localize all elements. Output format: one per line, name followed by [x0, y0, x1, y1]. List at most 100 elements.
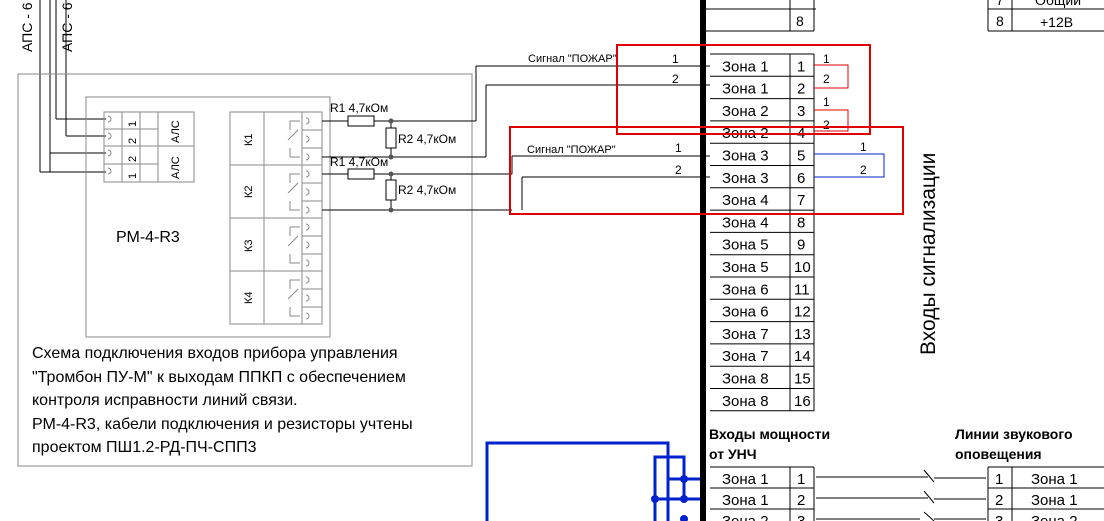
main-bus	[700, 0, 706, 521]
speaker-lines-title-2: оповещения	[955, 446, 1042, 462]
alarm-row-zone: Зона 7	[722, 326, 769, 343]
alarm-row-zone: Зона 5	[722, 237, 769, 254]
alarm-row-number: 14	[794, 348, 811, 365]
alarm-inputs-title: Входы сигнализации	[917, 153, 940, 355]
top-block-row-1-label: Общий	[1035, 0, 1081, 8]
alarm-row-number: 10	[794, 259, 811, 276]
amplifier-dots	[651, 475, 688, 521]
power-inputs-title-1: Входы мощности	[709, 426, 830, 442]
speaker-row-zone: Зона 2	[1031, 513, 1078, 521]
alarm-row-number: 5	[797, 148, 805, 165]
top-block-left-n: 8	[796, 13, 804, 29]
resistor-circuit-2	[322, 155, 710, 211]
alarm-row-zone: Зона 2	[722, 103, 769, 120]
speaker-row-number: 3	[995, 513, 1003, 521]
aps-label-1: АПС - 6	[19, 2, 35, 52]
speaker-lines-title-1: Линии звукового	[955, 426, 1073, 442]
power-inputs-title-2: от УНЧ	[709, 446, 757, 462]
jumper-num-3: 1	[823, 95, 830, 109]
alarm-row-number: 1	[797, 58, 805, 75]
aps-block-2-pin-1: 1	[127, 173, 139, 179]
speaker-row-number: 2	[995, 492, 1003, 509]
alarm-row-number: 9	[797, 237, 805, 254]
description-line-3: контроля исправности линий связи.	[32, 392, 298, 409]
aps-block-2	[103, 145, 195, 183]
alarm-row-zone: Зона 4	[722, 192, 769, 209]
alarm-row-zone: Зона 3	[722, 148, 769, 165]
signal-label-2: Сигнал "ПОЖАР"	[527, 144, 616, 156]
signal-label-1: Сигнал "ПОЖАР"	[528, 53, 617, 65]
alarm-row-zone: Зона 4	[722, 214, 769, 231]
alarm-row-number: 2	[797, 81, 805, 98]
alarm-row-zone: Зона 5	[722, 259, 769, 276]
alarm-row-zone: Зона 8	[722, 371, 769, 388]
wire-num-2b: 2	[675, 163, 682, 177]
speaker-row-number: 1	[995, 471, 1003, 488]
alarm-row-number: 16	[794, 393, 811, 410]
highlight-box-1	[616, 44, 871, 135]
alarm-row-zone: Зона 6	[722, 281, 769, 298]
resistor-r2-label-2: R2 4,7кОм	[398, 183, 456, 197]
aps-block-1-label: АЛС	[170, 120, 182, 143]
resistor-r1-label-2: R1 4,7кОм	[330, 155, 388, 169]
aps-wires	[39, 0, 106, 173]
alarm-row-zone: Зона 8	[722, 393, 769, 410]
relay-block	[229, 111, 323, 325]
alarm-row-number: 12	[794, 304, 811, 321]
jumper-num-6: 2	[860, 163, 867, 177]
power-row-zone: Зона 1	[722, 492, 769, 509]
alarm-row-zone: Зона 7	[722, 348, 769, 365]
aps-block-2-label: АЛС	[170, 156, 182, 179]
power-row-number: 1	[797, 471, 805, 488]
module-name: РМ-4-R3	[116, 229, 180, 246]
description-block: Схема подключения входов прибора управле…	[32, 342, 462, 460]
module-frame	[85, 96, 331, 338]
power-row-zone: Зона 2	[722, 513, 769, 521]
wire-num-1b: 2	[672, 72, 679, 86]
switch-symbols	[816, 469, 986, 521]
alarm-row-number: 8	[797, 214, 805, 231]
power-row-number: 2	[797, 492, 805, 509]
alarm-row-number: 6	[797, 170, 805, 187]
jumper-num-5: 1	[860, 140, 867, 154]
relay-k1: К1	[243, 133, 255, 146]
loop-jumpers	[814, 64, 885, 178]
power-row-number: 3	[797, 513, 805, 521]
description-line-5: проектом ПШ1.2-РД-ПЧ-СПП3	[32, 439, 257, 456]
highlight-box-2	[509, 126, 904, 215]
alarm-row-zone: Зона 6	[722, 304, 769, 321]
top-block-row-2-n: 8	[996, 13, 1004, 29]
amplifier-wiring	[485, 441, 700, 521]
alarm-row-number: 11	[794, 281, 810, 298]
alarm-row-number: 15	[794, 371, 811, 388]
alarm-row-zone: Зона 3	[722, 170, 769, 187]
relay-k3: К3	[243, 239, 255, 252]
relay-k4: К4	[243, 291, 255, 304]
description-line-1: Схема подключения входов прибора управле…	[32, 345, 398, 362]
alarm-row-number: 7	[797, 192, 805, 209]
description-line-4: РМ-4-R3, кабели подключения и резисторы …	[32, 415, 413, 433]
wire-num-2a: 1	[675, 141, 682, 155]
aps-block-1-pin-1: 1	[127, 121, 139, 127]
top-block-row-1-n: 7	[996, 0, 1004, 8]
alarm-row-zone: Зона 1	[722, 81, 769, 98]
top-block	[706, 0, 1104, 32]
power-row-zone: Зона 1	[722, 471, 769, 488]
alarm-row-number: 13	[794, 326, 811, 343]
junction-dots	[388, 118, 394, 213]
alarm-row-number: 3	[797, 103, 805, 120]
outer-frame	[17, 73, 473, 467]
jumper-num-2: 2	[823, 72, 830, 86]
jumper-num-1: 1	[823, 52, 830, 66]
resistor-circuit-1	[322, 65, 710, 158]
speaker-row-zone: Зона 1	[1031, 471, 1078, 488]
wire-num-1a: 1	[672, 52, 679, 66]
relay-k2: К2	[243, 185, 255, 198]
aps-label-2: АПС - 6	[59, 2, 75, 52]
aps-labels: АПС - 6 АПС - 6	[19, 2, 75, 52]
resistor-r2-label-1: R2 4,7кОм	[398, 132, 456, 146]
